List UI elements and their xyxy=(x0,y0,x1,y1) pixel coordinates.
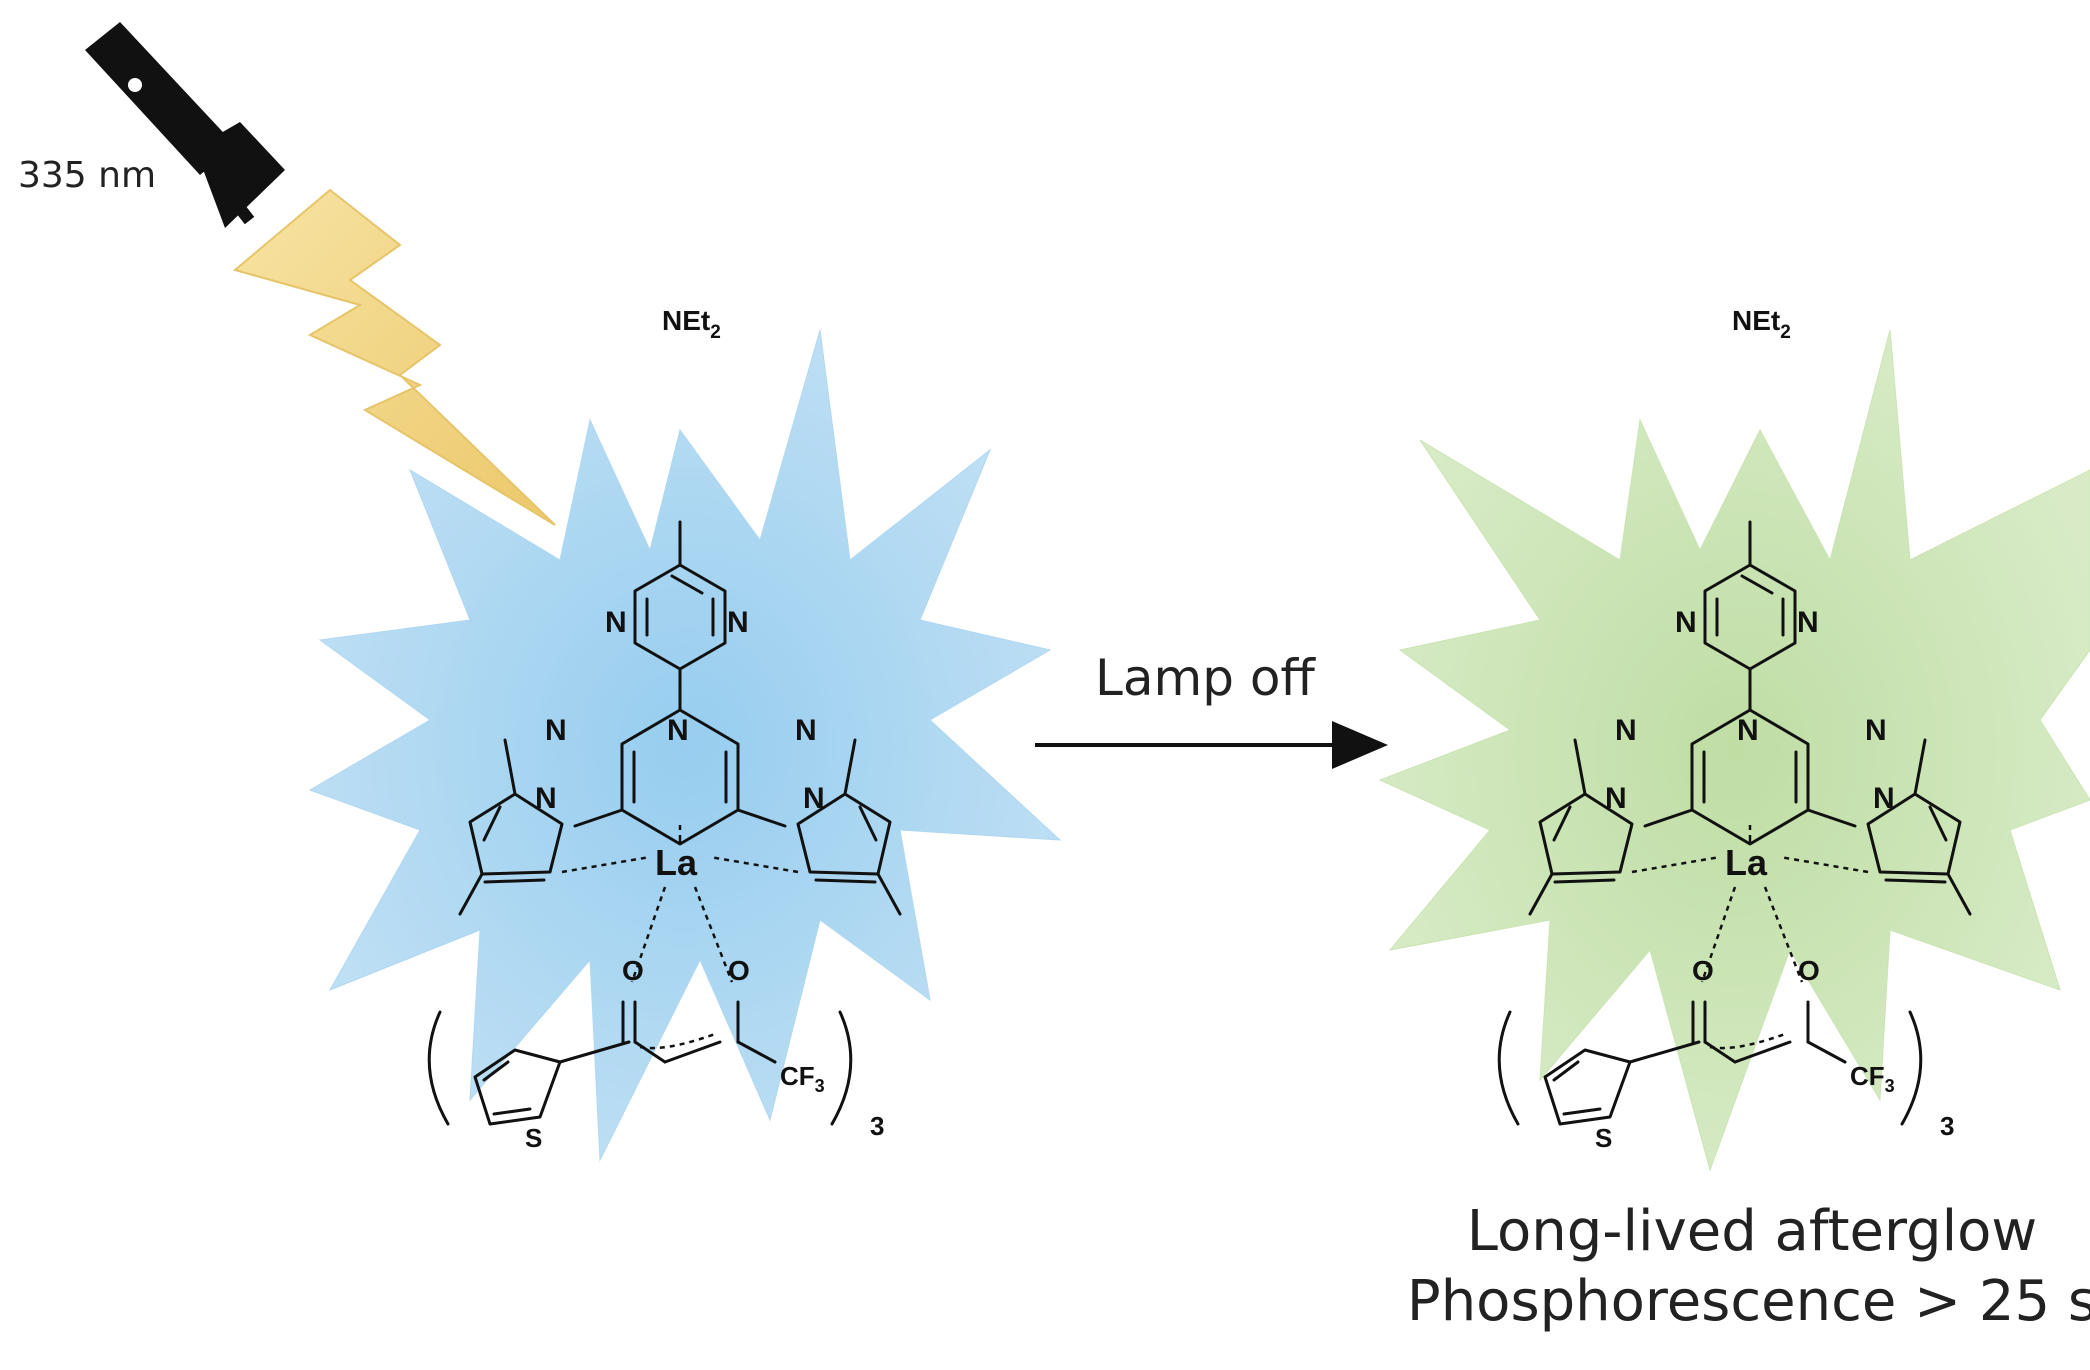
cf3-group: CF3 xyxy=(780,1061,825,1096)
triazine-n-left: N xyxy=(605,606,627,639)
pyrazole-n2-right: N xyxy=(803,782,825,815)
atom-labels-left: NEt2 N N N N N N N La O O S CF3 3 xyxy=(525,305,884,1153)
triazine-n-left: N xyxy=(1675,606,1697,639)
lightning-bolt-icon xyxy=(232,188,556,526)
flashlight-icon xyxy=(85,22,285,228)
pyrazole-n1-right: N xyxy=(795,714,817,747)
triazine-n-right: N xyxy=(727,606,749,639)
pyrazole-n1-right: N xyxy=(1865,714,1887,747)
pyrazole-n2-left: N xyxy=(1605,782,1627,815)
pyrazole-n2-left: N xyxy=(535,782,557,815)
triazine-n-center: N xyxy=(667,714,689,747)
metal-center: La xyxy=(1725,842,1768,883)
sulfur: S xyxy=(525,1123,542,1153)
amine-label: NEt2 xyxy=(1732,305,1791,343)
amine-label: NEt2 xyxy=(662,305,721,343)
metal-center: La xyxy=(655,842,698,883)
pyrazole-n1-left: N xyxy=(545,714,567,747)
sulfur: S xyxy=(1595,1123,1612,1153)
bracket-subscript: 3 xyxy=(870,1111,884,1141)
cf3-group: CF3 xyxy=(1850,1061,1895,1096)
excited-burst-left xyxy=(308,329,1062,1162)
pyrazole-n1-left: N xyxy=(1615,714,1637,747)
caption-afterglow: Long-lived afterglow xyxy=(1467,1199,2037,1264)
triazine-n-right: N xyxy=(1797,606,1819,639)
atom-labels-right: NEt2 N N N N N N N La O O S CF3 3 xyxy=(1595,305,1954,1153)
triazine-n-center: N xyxy=(1737,714,1759,747)
bracket-subscript: 3 xyxy=(1940,1111,1954,1141)
pyrazole-n2-right: N xyxy=(1873,782,1895,815)
blue-glow-burst xyxy=(308,329,1062,1162)
afterglow-burst-right xyxy=(1378,329,2090,1172)
excitation-wavelength-label: 335 nm xyxy=(18,155,156,196)
oxygen-left: O xyxy=(622,955,644,986)
oxygen-right: O xyxy=(1798,955,1820,986)
arrow-label: Lamp off xyxy=(1095,649,1316,707)
green-glow-burst xyxy=(1378,329,2090,1172)
caption-phosphorescence: Phosphorescence > 25 s xyxy=(1407,1269,2090,1334)
oxygen-right: O xyxy=(728,955,750,986)
oxygen-left: O xyxy=(1692,955,1714,986)
